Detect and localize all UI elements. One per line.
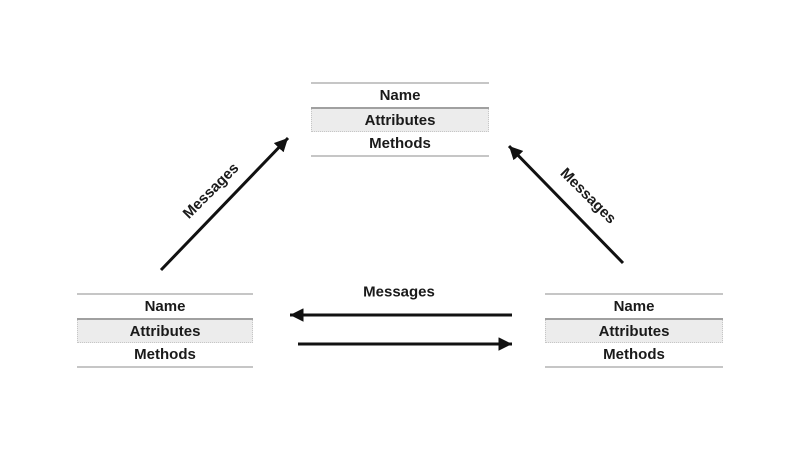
class-box-top-name-row: Name: [311, 84, 489, 109]
messages-label-left-diagonal: Messages: [179, 159, 243, 223]
class-box-bottom-right-attributes-row: Attributes: [545, 319, 723, 344]
arrow-bottomleft-to-top: [159, 136, 290, 272]
messages-label-horizontal: Messages: [363, 283, 435, 301]
class-box-bottom-left-methods-row: Methods: [134, 346, 196, 364]
class-box-top-methods-row: Methods: [369, 135, 431, 153]
class-box-bottom-left-attributes-row: Attributes: [77, 319, 253, 344]
class-box-top: Name Attributes Methods: [311, 82, 489, 157]
class-box-bottom-right-methods-row: Methods: [603, 346, 665, 364]
class-box-bottom-right-name-row: Name: [545, 295, 723, 320]
class-box-bottom-left: Name Attributes Methods: [77, 293, 253, 368]
class-box-bottom-left-name-row: Name: [77, 295, 253, 320]
messages-label-right-diagonal: Messages: [556, 164, 620, 228]
class-box-bottom-right: Name Attributes Methods: [545, 293, 723, 368]
class-box-top-attributes-row: Attributes: [311, 108, 489, 133]
